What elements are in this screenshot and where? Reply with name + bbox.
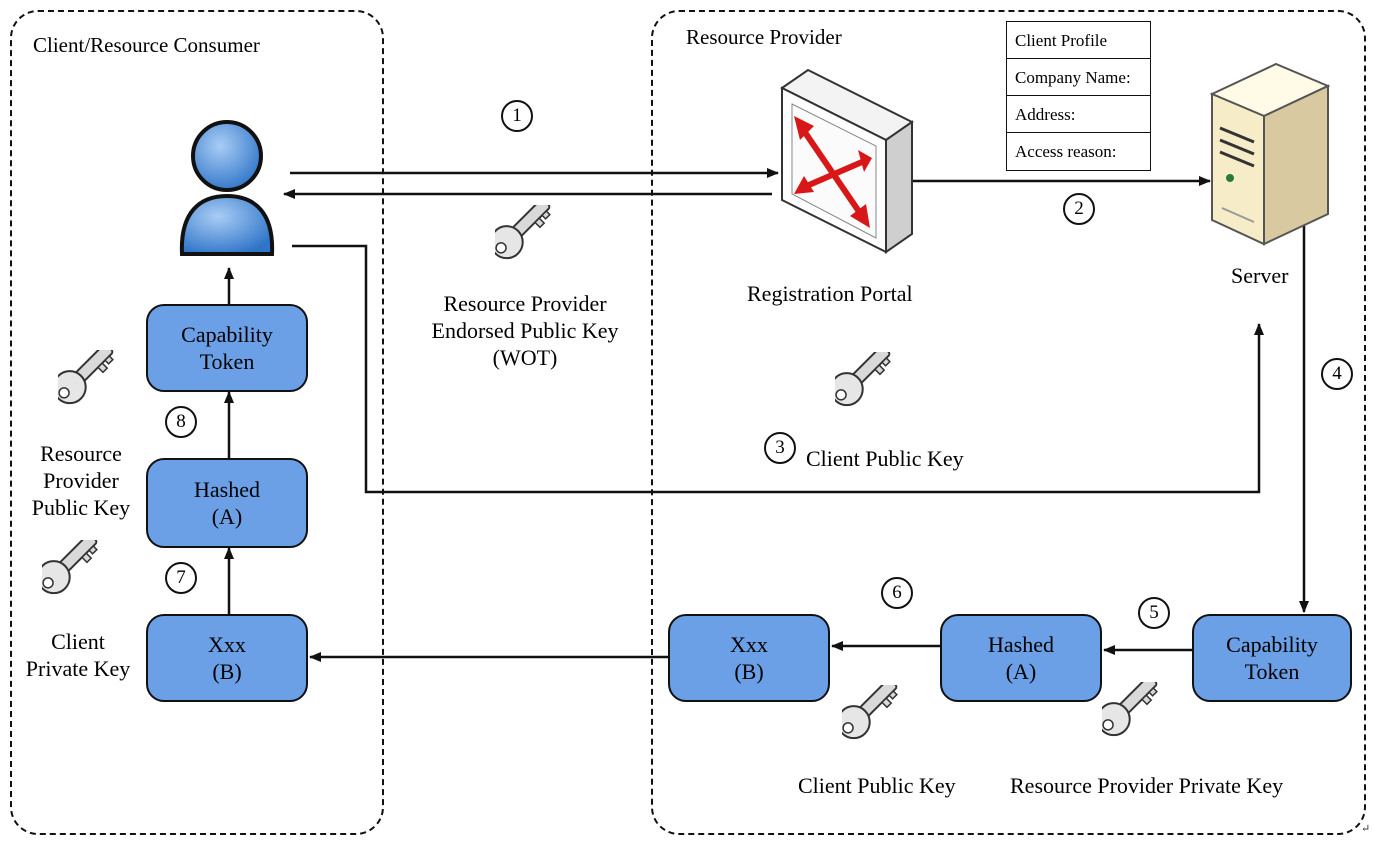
consumer-zone <box>10 10 384 835</box>
consumer-hashed-line1: Hashed <box>194 477 260 502</box>
server-icon <box>1209 62 1331 246</box>
corner-mark: ↵ <box>1361 823 1371 835</box>
step-1: 1 <box>501 100 533 132</box>
step-3: 3 <box>764 432 796 464</box>
consumer-zone-title: Client/Resource Consumer <box>33 33 260 57</box>
key-icon-client-public-mid <box>835 352 891 407</box>
server-label: Server <box>1231 263 1289 288</box>
provider-xxx-box: Xxx (B) <box>668 614 830 702</box>
provider-capability-token-line1: Capability <box>1226 632 1318 657</box>
step-4: 4 <box>1321 358 1353 390</box>
key-icon-client-private <box>42 540 98 595</box>
consumer-hashed-box: Hashed (A) <box>146 458 308 548</box>
rp-public-key-label-line2: Provider <box>43 468 119 493</box>
provider-hashed-box: Hashed (A) <box>940 614 1102 702</box>
provider-capability-token-box: Capability Token <box>1192 614 1352 702</box>
step-6: 6 <box>881 577 913 609</box>
client-private-key-label: Client Private Key <box>16 628 140 682</box>
client-private-key-label-line1: Client <box>51 629 105 654</box>
step-7: 7 <box>165 562 197 594</box>
user-icon <box>179 120 275 256</box>
client-private-key-label-line2: Private Key <box>25 656 131 681</box>
endorsed-key-label-line3: (WOT) <box>492 345 558 370</box>
consumer-xxx-box: Xxx (B) <box>146 614 308 702</box>
consumer-xxx-line2: (B) <box>212 659 242 684</box>
consumer-capability-token-line2: Token <box>199 349 255 374</box>
provider-hashed-line2: (A) <box>1005 659 1037 684</box>
provider-xxx-line1: Xxx <box>730 632 768 657</box>
step-8: 8 <box>165 406 197 438</box>
client-profile-table: Client Profile Company Name: Address: Ac… <box>1006 21 1151 171</box>
endorsed-key-label-line2: Endorsed Public Key <box>431 318 619 343</box>
consumer-hashed-line2: (A) <box>211 504 243 529</box>
key-icon-rp-public <box>58 350 114 405</box>
rp-public-key-label: Resource Provider Public Key <box>20 440 142 521</box>
profile-row-access-reason: Access reason: <box>1015 142 1117 161</box>
consumer-capability-token-line1: Capability <box>181 322 273 347</box>
rp-public-key-label-line1: Resource <box>40 441 122 466</box>
registration-portal-label: Registration Portal <box>747 281 913 306</box>
key-icon-endorsed <box>495 205 551 260</box>
router-icon <box>780 68 914 254</box>
endorsed-key-label-line1: Resource Provider <box>443 291 607 316</box>
provider-zone <box>651 10 1366 835</box>
profile-row-title: Client Profile <box>1007 22 1150 59</box>
step-2: 2 <box>1063 193 1095 225</box>
rp-public-key-label-line3: Public Key <box>31 495 131 520</box>
provider-hashed-line1: Hashed <box>988 632 1054 657</box>
profile-row-company: Company Name: <box>1007 59 1150 96</box>
provider-zone-title: Resource Provider <box>686 25 842 49</box>
key-icon-client-public-bottom <box>842 685 898 740</box>
provider-xxx-line2: (B) <box>734 659 764 684</box>
step-5: 5 <box>1138 597 1170 629</box>
provider-capability-token-line2: Token <box>1244 659 1300 684</box>
endorsed-key-label: Resource Provider Endorsed Public Key (W… <box>412 290 638 371</box>
client-public-key-mid-label: Client Public Key <box>806 446 964 471</box>
key-icon-rp-private <box>1102 682 1158 737</box>
arrow-user-to-server <box>292 244 1264 494</box>
consumer-capability-token-box: Capability Token <box>146 304 308 392</box>
consumer-xxx-line1: Xxx <box>208 632 246 657</box>
client-public-key-bottom-label: Client Public Key <box>798 773 956 798</box>
profile-row-address: Address: <box>1007 96 1150 133</box>
rp-private-key-label: Resource Provider Private Key <box>1010 773 1284 798</box>
